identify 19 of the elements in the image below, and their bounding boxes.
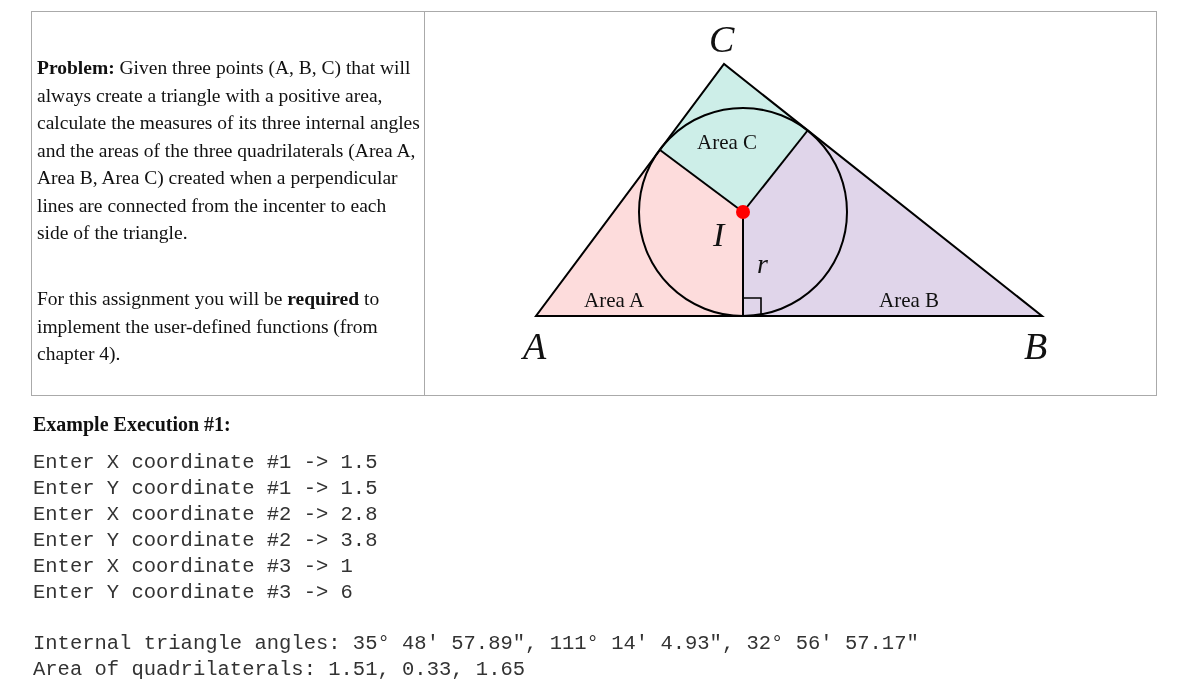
console-line: Enter Y coordinate #2 -> 3.8 (33, 531, 378, 552)
console-line: Enter Y coordinate #3 -> 6 (33, 583, 353, 604)
console-line: Enter X coordinate #2 -> 2.8 (33, 505, 378, 526)
region-label: Area C (697, 132, 758, 153)
incenter-label: I (713, 218, 725, 252)
problem-statement: Problem: Given three points (A, B, C) that will always create a triangle with a positive area, calculate the measures of its three internal angles and the areas of the three quadrilaterals (Area A, Area B, Area C) created when a perpendicular lines are connected from the incenter to each side of the triangle. (37, 56, 421, 245)
vertex-label: A (523, 327, 547, 365)
console-line: Enter Y coordinate #1 -> 1.5 (33, 479, 378, 500)
vertex-label: B (1024, 327, 1048, 365)
console-line: Enter X coordinate #1 -> 1.5 (33, 453, 378, 474)
console-line: Enter X coordinate #3 -> 1 (33, 557, 353, 578)
console-line: Internal triangle angles: 35° 48' 57.89", 111° 14' 4.93", 32° 56' 57.17" (33, 634, 919, 655)
region-label: Area B (879, 290, 940, 311)
region-label: Area A (584, 290, 645, 311)
vertex-label: C (709, 20, 735, 58)
section-heading: Example Execution #1: (33, 413, 231, 436)
assignment-note: For this assignment you will be required to implement the user-defined functions (from chapter 4). (37, 287, 381, 366)
console-line: Area of quadrilaterals: 1.51, 0.33, 1.65 (33, 660, 526, 681)
radius-label: r (757, 250, 768, 278)
